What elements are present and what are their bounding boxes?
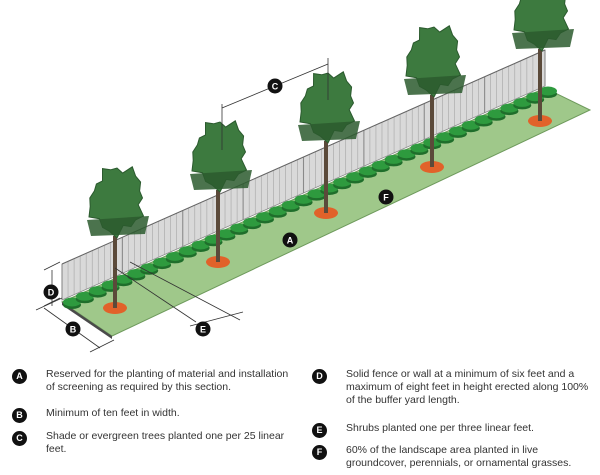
shrub <box>500 103 519 116</box>
tree-trunk <box>113 236 117 308</box>
callout-f: F <box>378 189 394 205</box>
badge-b: B <box>12 408 27 423</box>
ground-edge <box>62 302 112 339</box>
legend-text-f: 60% of the landscape area planted in liv… <box>346 444 572 469</box>
svg-text:F: F <box>383 193 389 203</box>
legend-text-d: Solid fence or wall at a minimum of six … <box>346 368 589 406</box>
tree <box>87 166 149 314</box>
legend-item-b: B Minimum of ten feet in width. <box>12 407 292 423</box>
tree-trunk <box>324 141 328 213</box>
legend-text-b: Minimum of ten feet in width. <box>46 407 180 419</box>
tree <box>298 71 360 219</box>
tree-trunk <box>430 95 434 167</box>
badge-a: A <box>12 369 27 384</box>
legend-text-e: Shrubs planted one per three linear feet… <box>346 422 534 434</box>
tree-canopy-shadow <box>404 75 466 95</box>
tree <box>512 0 574 127</box>
shrub <box>358 166 377 178</box>
fence <box>61 49 546 301</box>
legend-item-a: A Reserved for the planting of material … <box>12 368 292 394</box>
svg-text:E: E <box>200 325 206 335</box>
shrub <box>461 120 480 133</box>
svg-text:C: C <box>272 82 279 92</box>
buffer-yard-illustration: A B C D E F <box>35 0 592 353</box>
callout-c: C <box>267 78 283 94</box>
shrub <box>268 206 287 218</box>
tree <box>190 120 252 268</box>
tree-trunk <box>216 190 220 262</box>
tree-canopy-shadow <box>512 29 574 49</box>
legend-text-a: Reserved for the planting of material an… <box>46 368 289 393</box>
svg-text:A: A <box>287 236 294 246</box>
tree <box>404 25 466 173</box>
tree-row <box>87 0 574 314</box>
callout-b: B <box>65 321 81 337</box>
tree-canopy-shadow <box>190 170 252 190</box>
badge-e: E <box>312 423 327 438</box>
legend-item-d: D Solid fence or wall at a minimum of si… <box>312 368 597 407</box>
badge-c: C <box>12 431 27 446</box>
tree-canopy-shadow <box>87 216 149 236</box>
legend-item-e: E Shrubs planted one per three linear fe… <box>312 422 597 438</box>
callout-d: D <box>43 284 59 300</box>
tree-canopy-shadow <box>298 121 360 141</box>
svg-text:B: B <box>70 325 77 335</box>
svg-text:D: D <box>48 288 55 298</box>
legend-item-c: C Shade or evergreen trees planted one p… <box>12 430 292 456</box>
callout-a: A <box>282 232 298 248</box>
badge-d: D <box>312 369 327 384</box>
badge-f: F <box>312 445 327 460</box>
legend-text-c: Shade or evergreen trees planted one per… <box>46 430 285 455</box>
tree-trunk <box>538 49 542 121</box>
shrub <box>539 86 557 98</box>
legend-item-f: F 60% of the landscape area planted in l… <box>312 444 597 470</box>
callout-e: E <box>195 321 211 337</box>
shrub-row <box>63 86 557 309</box>
